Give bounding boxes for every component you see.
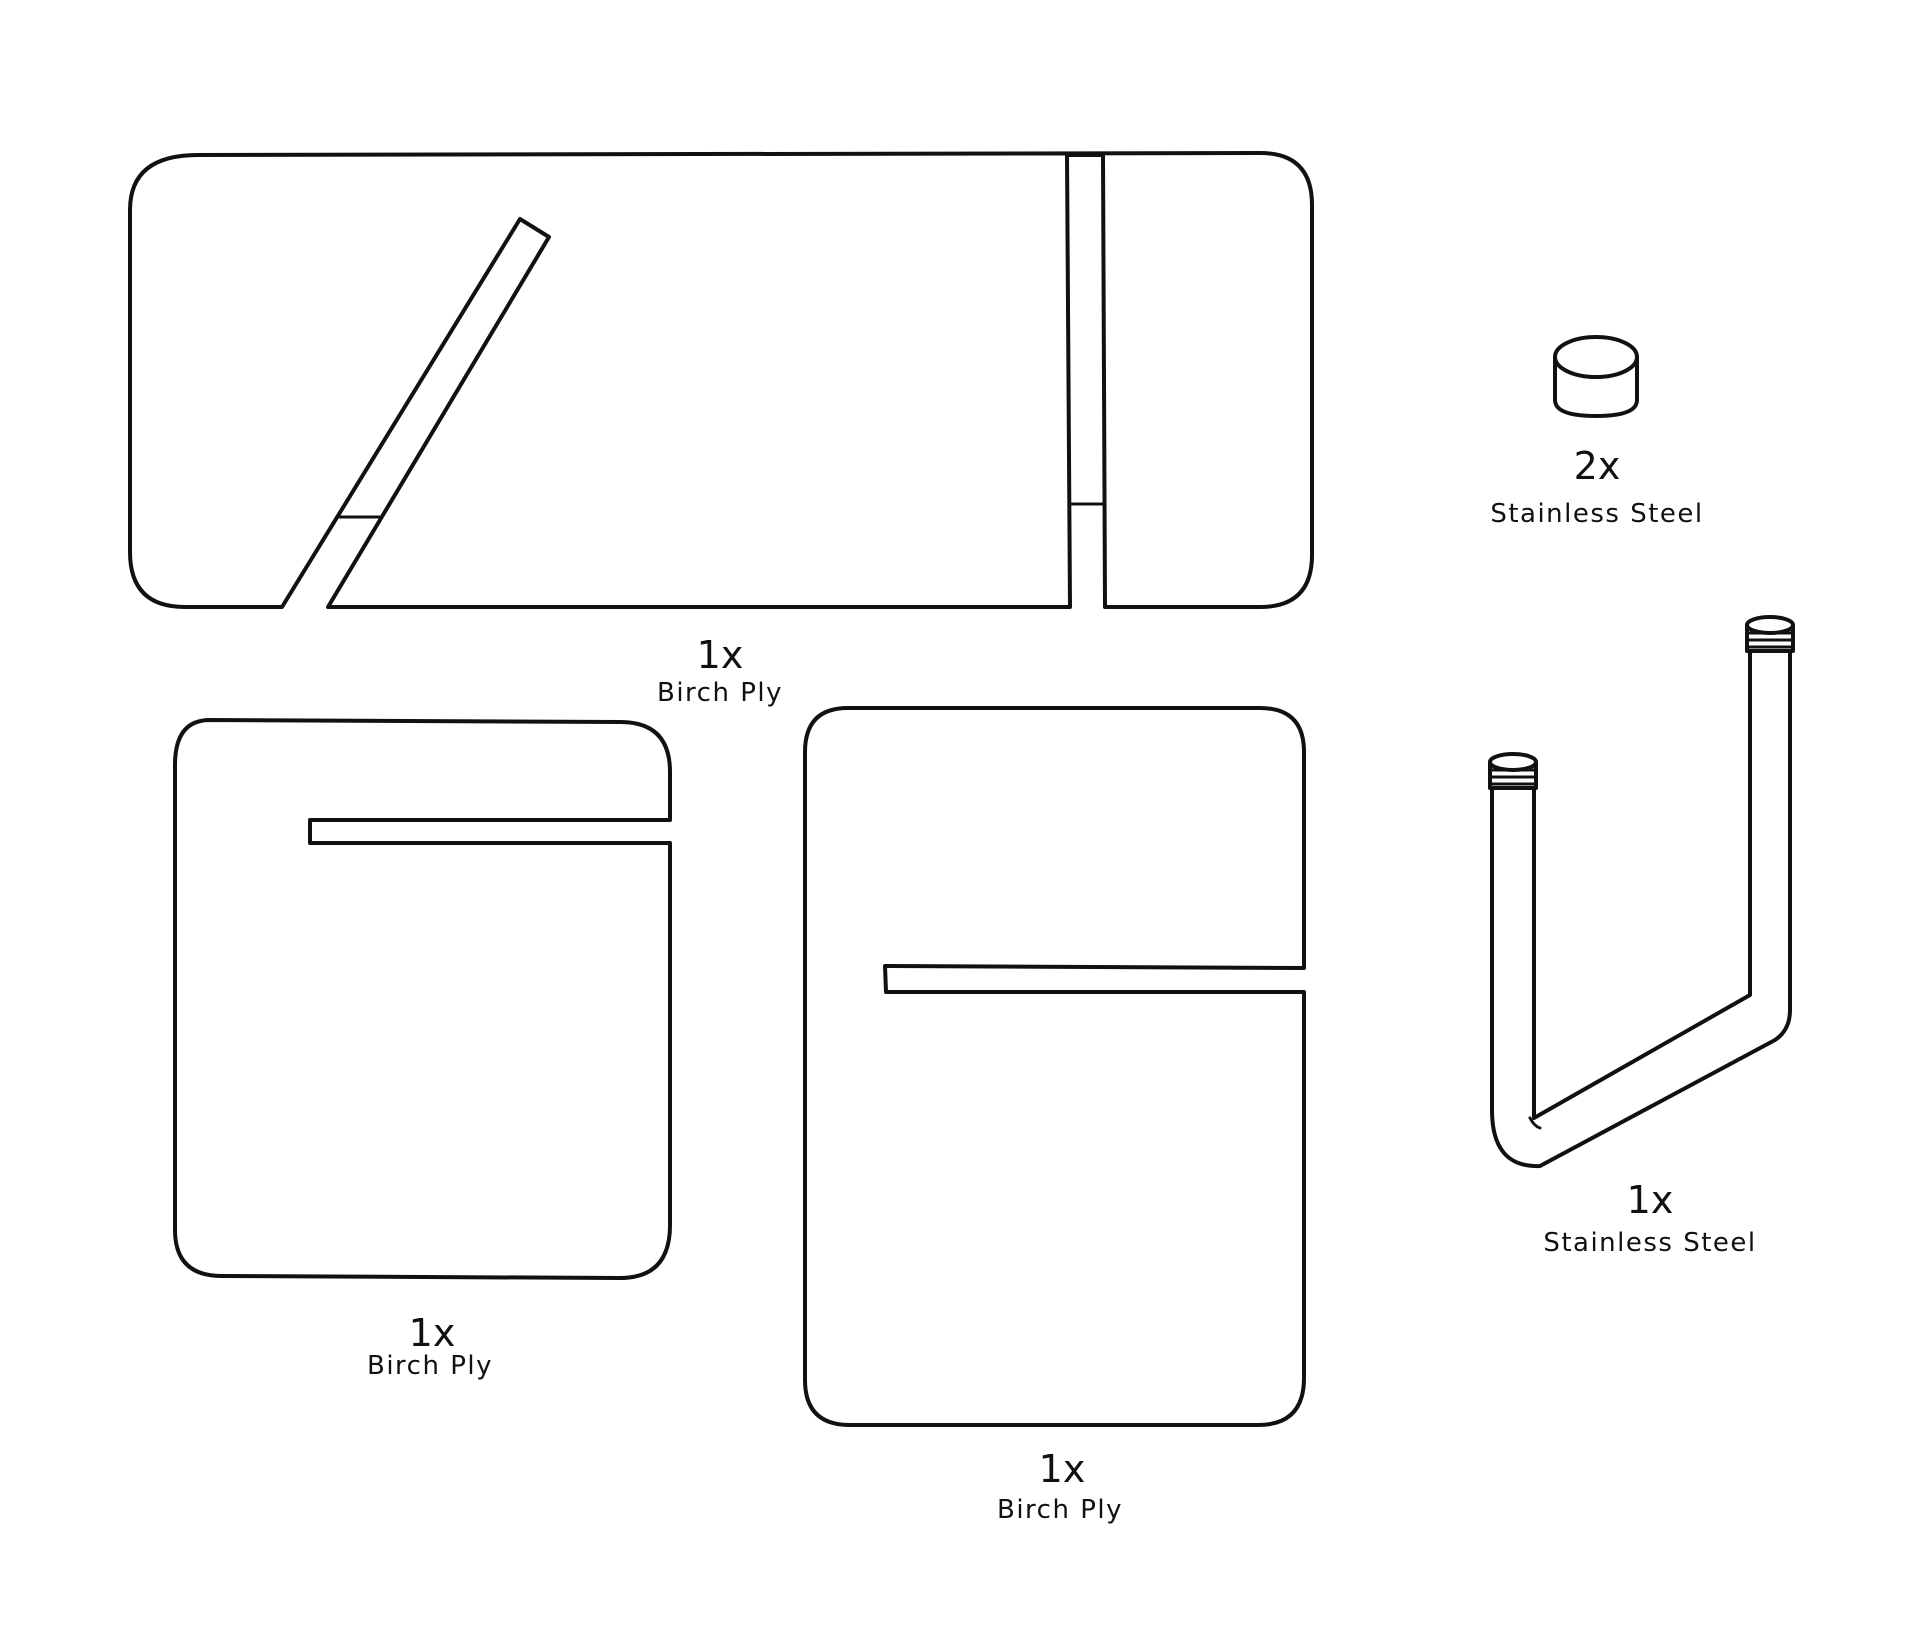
large-panel-quantity: 1x [697, 633, 744, 677]
square-panel-material: Birch Ply [367, 1351, 493, 1381]
left-tube-opening [1488, 752, 1538, 772]
large-panel-outline [128, 151, 1314, 609]
square-panel-outline [173, 718, 672, 1280]
cap-quantity: 2x [1574, 444, 1621, 488]
tall-panel-quantity: 1x [1039, 1447, 1086, 1491]
u-tube-drawing [1488, 615, 1795, 1169]
tall-panel-outline [803, 706, 1306, 1427]
cap-drawing [1553, 335, 1639, 418]
u-tube-bend-line [1528, 1116, 1542, 1130]
right-tube-opening [1745, 615, 1795, 635]
large-panel-material: Birch Ply [657, 678, 783, 708]
u-tube-outline [1490, 638, 1792, 1169]
u-tube-quantity: 1x [1627, 1178, 1674, 1222]
u-tube-material: Stainless Steel [1543, 1228, 1756, 1258]
large-panel-drawing [128, 151, 1314, 609]
cap-material: Stainless Steel [1490, 499, 1703, 529]
square-panel-quantity: 1x [409, 1311, 456, 1355]
square-panel-drawing [173, 718, 672, 1280]
tall-panel-material: Birch Ply [997, 1495, 1123, 1525]
tall-panel-drawing [803, 706, 1306, 1427]
cap-top [1553, 335, 1639, 379]
